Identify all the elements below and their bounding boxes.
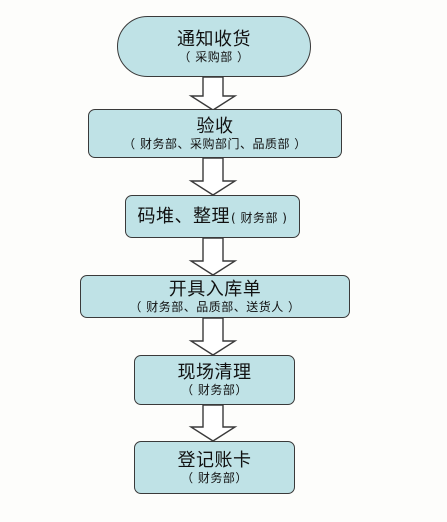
step-inspection: 验收 （ 财务部、采购部门、品质部 ） bbox=[88, 109, 342, 158]
step-stacking-sorting: 码堆、整理 ( 财务部 ) bbox=[125, 195, 300, 238]
step-department: （ 财务部、品质部、送货人 ） bbox=[129, 299, 301, 314]
arrow-4 bbox=[188, 317, 238, 356]
arrow-3 bbox=[188, 237, 238, 276]
step-department: （ 财务部） bbox=[181, 470, 248, 485]
step-title: 码堆、整理 bbox=[137, 206, 230, 227]
step-title: 通知收货 bbox=[177, 28, 251, 50]
arrow-2 bbox=[188, 157, 238, 196]
step-site-cleanup: 现场清理 （ 财务部） bbox=[134, 355, 295, 405]
step-department: ( 财务部 ) bbox=[231, 211, 288, 225]
step-title: 验收 bbox=[196, 115, 234, 137]
arrow-1 bbox=[188, 76, 238, 111]
step-title: 开具入库单 bbox=[168, 278, 262, 300]
step-department: （ 财务部、采购部门、品质部 ） bbox=[123, 136, 307, 151]
step-title: 登记账卡 bbox=[177, 449, 252, 471]
step-notify-receipt: 通知收货 （ 采购部 ） bbox=[117, 16, 311, 77]
step-department: （ 采购部 ） bbox=[178, 49, 250, 64]
arrow-5 bbox=[188, 404, 238, 442]
step-register-ledger: 登记账卡 （ 财务部） bbox=[134, 441, 295, 494]
step-title: 现场清理 bbox=[177, 362, 252, 383]
step-issue-receipt: 开具入库单 （ 财务部、品质部、送货人 ） bbox=[80, 275, 350, 318]
step-department: （ 财务部） bbox=[181, 383, 248, 397]
